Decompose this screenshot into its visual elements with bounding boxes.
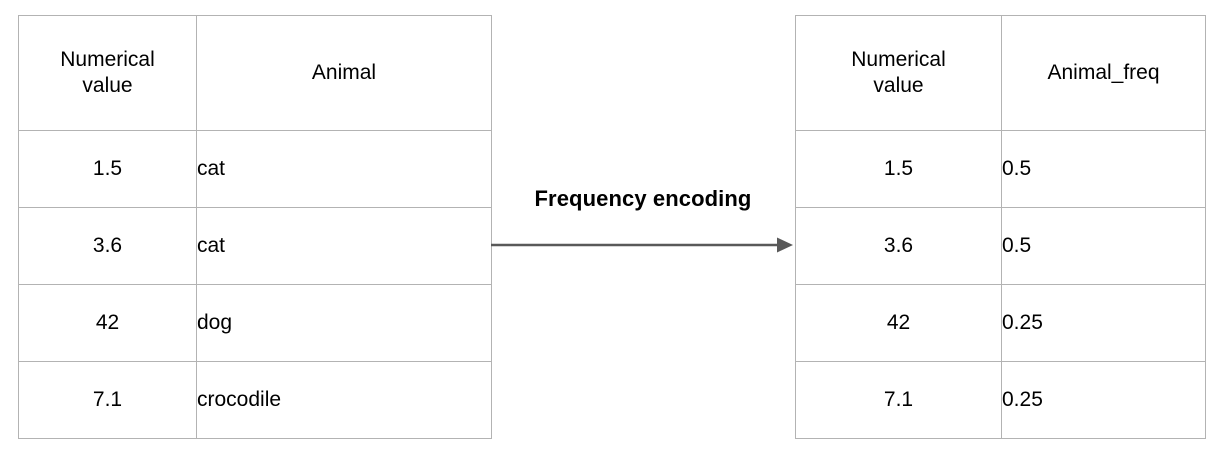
- result-cell-animal-freq: 0.25: [1001, 284, 1206, 362]
- source-cell-animal: cat: [196, 207, 492, 285]
- source-header-line2: value: [82, 74, 133, 97]
- source-header-animal: Animal: [196, 15, 492, 131]
- result-cell-numerical-value: 7.1: [795, 361, 1002, 439]
- transformation-arrow-icon: [491, 237, 793, 253]
- result-header-line2: value: [873, 74, 924, 97]
- source-cell-numerical-value: 3.6: [18, 207, 197, 285]
- table-row: 42 dog: [18, 284, 492, 362]
- table-row: 1.5 cat: [18, 130, 492, 208]
- result-header-line1: Numerical: [851, 48, 946, 72]
- source-cell-numerical-value: 7.1: [18, 361, 197, 439]
- source-cell-animal: crocodile: [196, 361, 492, 439]
- table-row: 7.1 0.25: [795, 361, 1206, 439]
- result-header-animal-freq: Animal_freq: [1001, 15, 1206, 131]
- table-row: 42 0.25: [795, 284, 1206, 362]
- result-table: Numerical value Animal_freq 1.5 0.5 3.6 …: [795, 15, 1206, 439]
- source-header-line1: Numerical: [60, 48, 155, 72]
- result-cell-numerical-value: 42: [795, 284, 1002, 362]
- transformation-annotation: Frequency encoding: [491, 186, 795, 256]
- table-row: 3.6 0.5: [795, 207, 1206, 285]
- source-cell-numerical-value: 42: [18, 284, 197, 362]
- result-cell-animal-freq: 0.5: [1001, 207, 1206, 285]
- table-row: 3.6 cat: [18, 207, 492, 285]
- table-row: 1.5 0.5: [795, 130, 1206, 208]
- result-header-numerical-value: Numerical value: [795, 15, 1002, 131]
- table-header-row: Numerical value Animal: [18, 15, 492, 131]
- source-cell-animal: dog: [196, 284, 492, 362]
- result-cell-animal-freq: 0.25: [1001, 361, 1206, 439]
- result-cell-numerical-value: 1.5: [795, 130, 1002, 208]
- source-cell-animal: cat: [196, 130, 492, 208]
- result-cell-numerical-value: 3.6: [795, 207, 1002, 285]
- source-header-numerical-value: Numerical value: [18, 15, 197, 131]
- table-header-row: Numerical value Animal_freq: [795, 15, 1206, 131]
- source-cell-numerical-value: 1.5: [18, 130, 197, 208]
- source-table: Numerical value Animal 1.5 cat 3.6 cat 4…: [18, 15, 492, 439]
- transformation-label: Frequency encoding: [534, 186, 752, 211]
- result-cell-animal-freq: 0.5: [1001, 130, 1206, 208]
- table-row: 7.1 crocodile: [18, 361, 492, 439]
